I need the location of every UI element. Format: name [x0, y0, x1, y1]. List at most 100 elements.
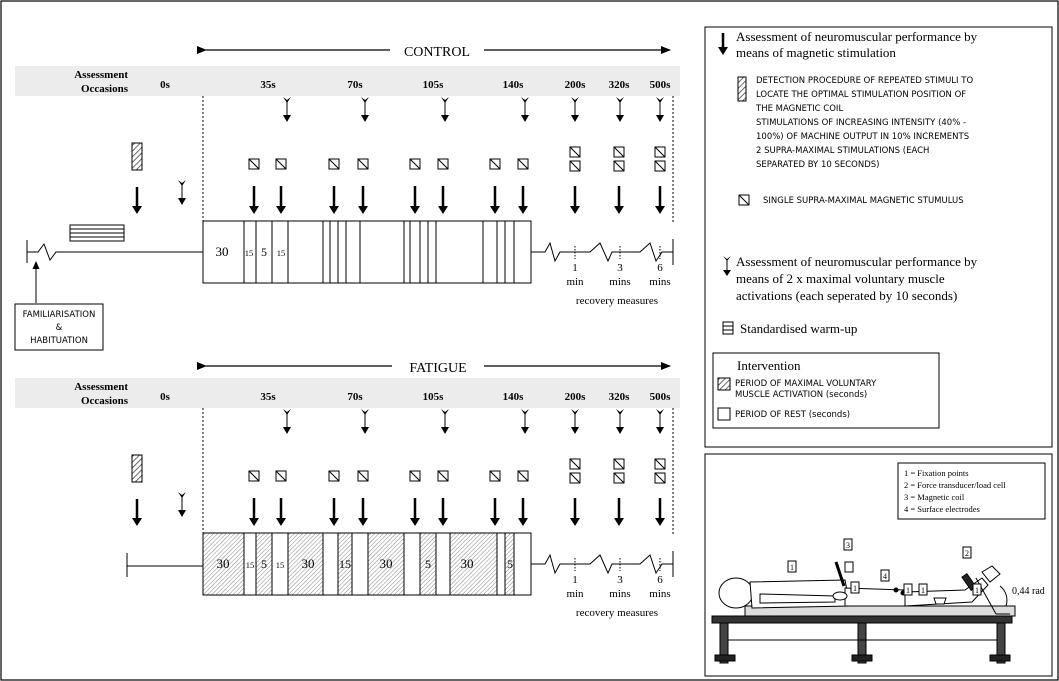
fatigue-mvc-arrow-icon-2 [441, 409, 449, 434]
control-block-13 [504, 220, 515, 284]
control-recovery-num-2: 6 [657, 262, 663, 274]
control-block-4 [329, 220, 339, 284]
control-occasion-1: 35s [260, 79, 276, 91]
control-mvc-arrow-icon-1 [361, 97, 369, 122]
control-stimulus-icon-rec-b-2 [654, 160, 666, 172]
fatigue-mvc-arrow-icon-0 [283, 409, 291, 434]
experimental-setup: 1 = Fixation points 2 = Force transducer… [711, 462, 1046, 664]
control-baseline [26, 240, 203, 263]
fatigue-occasion-0: 0s [160, 391, 171, 403]
setup-key-box [897, 462, 1046, 520]
control-block-10 [427, 220, 437, 284]
fatigue-block-0 [202, 532, 245, 596]
fatigue-stimulus-icon-rec-a-2 [654, 458, 666, 470]
setup-marker-5: 4 [883, 572, 887, 581]
control-magnetic-arrow-icon-3-1 [518, 186, 528, 214]
intervention-title: Intervention [737, 358, 801, 373]
control-block-7 [403, 220, 411, 284]
setup-marker-4: 3 [846, 541, 850, 550]
legend-detection-line-6: SEPARATED BY 10 SECONDS) [756, 160, 879, 170]
control-occasion-6: 320s [609, 79, 631, 91]
control-stimulus-icon-rec-a-2 [654, 146, 666, 158]
control-assessment-label-1: Assessment [74, 69, 128, 81]
fatigue-stimulus-icon-3-1 [517, 470, 529, 482]
control-stimulus-icon-1-0 [328, 158, 340, 170]
fatigue-stimulus-icon-rec-b-0 [569, 472, 581, 484]
fatigue-block-9 [403, 532, 421, 596]
fatigue-mvc-arrow-icon-3 [521, 409, 529, 434]
setup-marker-6: 2 [965, 549, 969, 558]
fatigue-stimulus-icon-0-1 [275, 470, 287, 482]
control-recovery-unit-2: mins [649, 276, 670, 288]
control-mvc-arrow-icon-0 [283, 97, 291, 122]
control-mvc-arrow-icon-2 [441, 97, 449, 122]
control-occasion-band [15, 66, 680, 96]
fatigue-magnetic-arrow-icon-rec-2 [655, 498, 665, 526]
control-recovery-label: recovery measures [576, 295, 658, 307]
control-block-12 [496, 220, 506, 284]
legend: Assessment of neuromuscular performance … [712, 29, 978, 429]
fatigue-magnetic-arrow-icon-rec-1 [614, 498, 624, 526]
fatigue-detection-icon [131, 454, 143, 483]
fatigue-stimulus-icon-rec-b-1 [613, 472, 625, 484]
control-stimulus-icon-3-1 [517, 158, 529, 170]
legend-mvc-title-1: Assessment of neuromuscular performance … [736, 254, 978, 269]
fatigue-block-11 [435, 532, 451, 596]
fatigue-recovery-label: recovery measures [576, 607, 658, 619]
legend-magnetic-title-1: Assessment of neuromuscular performance … [736, 29, 978, 44]
fatigue-block-label-0: 30 [217, 556, 230, 571]
familiarisation-line-1: FAMILIARISATION [23, 310, 96, 320]
control-stimulus-icon-2-0 [409, 158, 421, 170]
control-block-2 [271, 220, 289, 284]
fatigue-recovery-num-0: 1 [572, 574, 578, 586]
control-block-11 [482, 220, 498, 284]
fatigue-stimulus-icon-rec-b-2 [654, 472, 666, 484]
legend-detection-line-4: 100%) OF MACHINE OUTPUT IN 10% INCREMENT… [756, 132, 969, 142]
fatigue-occasion-6: 320s [609, 391, 631, 403]
control-block-6 [345, 220, 361, 284]
fatigue-recovery-unit-1: mins [609, 588, 630, 600]
setup-key-4: 4 = Surface electrodes [904, 504, 980, 514]
control-block-label-3: 15 [277, 248, 286, 258]
fatigue-stimulus-icon-1-1 [357, 470, 369, 482]
control-block-label-0: 30 [216, 244, 229, 259]
control-magnetic-arrow-icon-pre [132, 187, 142, 214]
fatigue-magnetic-arrow-icon-rec-0 [570, 498, 580, 526]
fatigue-occasion-5: 200s [565, 391, 587, 403]
legend-single-stimulus-label: SINGLE SUPRA-MAXIMAL MAGNETIC STUMULUS [763, 196, 964, 206]
control-block-8 [409, 220, 421, 284]
control-stimulus-icon-1-1 [357, 158, 369, 170]
control-magnetic-arrow-icon-1-0 [329, 186, 339, 214]
fatigue-stimulus-icon-rec-a-1 [613, 458, 625, 470]
setup-frame [704, 453, 1053, 677]
control-occasion-7: 500s [650, 79, 672, 91]
fatigue-block-label-5: 15 [339, 557, 351, 571]
warmup-icon [69, 224, 125, 242]
fatigue-block-label-7: 5 [425, 557, 431, 571]
bench [711, 605, 1016, 664]
fatigue-occasion-3: 105s [423, 391, 445, 403]
control-stimulus-icon-rec-b-1 [613, 160, 625, 172]
fatigue-magnetic-arrow-icon-2-1 [438, 498, 448, 526]
control-magnetic-arrow-icon-2-0 [410, 186, 420, 214]
fatigue-recovery-num-2: 6 [657, 574, 663, 586]
control-occasion-3: 105s [423, 79, 445, 91]
fatigue-block-label-9: 5 [507, 557, 513, 571]
fatigue-assessment-label-1: Assessment [74, 381, 128, 393]
control-occasion-0: 0s [160, 79, 171, 91]
control-mvc-arrow-icon-5 [616, 97, 624, 122]
fatigue-recovery-unit-2: mins [649, 588, 670, 600]
control-recovery-line [531, 241, 673, 263]
mvc-period-icon [717, 377, 731, 391]
legend-mvc-title-2: means of 2 x maximal voluntary muscle [736, 271, 945, 286]
fatigue-mvc-arrow-icon-pre [178, 492, 186, 517]
familiarisation-line-2: & [56, 323, 63, 333]
fatigue-mvc-arrow-icon-5 [616, 409, 624, 434]
control-mvc-arrow-icon-6 [656, 97, 664, 122]
legend-warmup-icon [722, 321, 734, 335]
control-stimulus-icon-2-1 [437, 158, 449, 170]
